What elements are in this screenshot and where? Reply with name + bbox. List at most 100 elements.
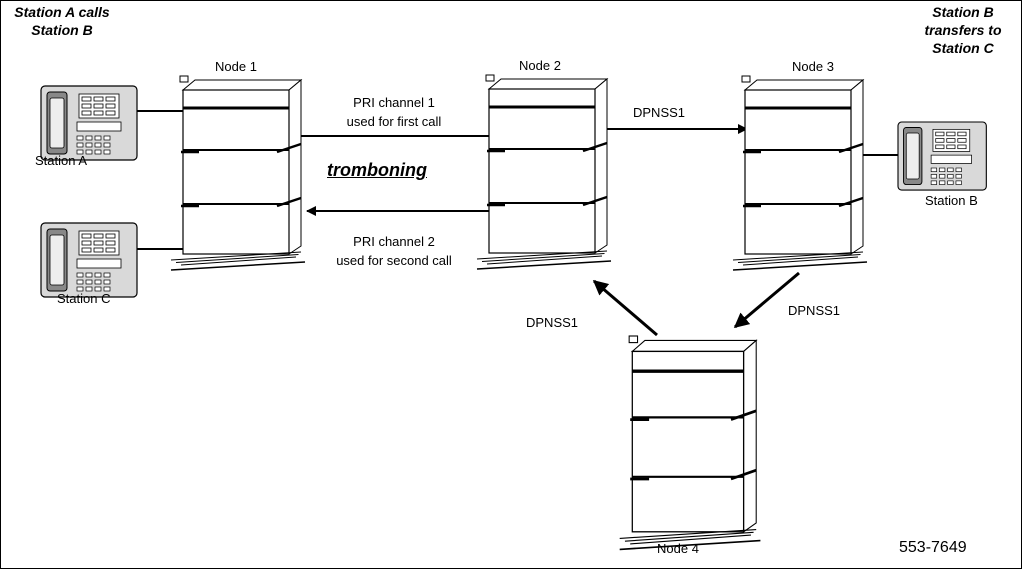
rack-handle: [730, 409, 757, 421]
phone-key: [81, 103, 92, 109]
phone-key: [935, 144, 945, 150]
rack-base: [180, 256, 297, 266]
rack-base: [732, 261, 868, 271]
phone-key: [947, 167, 954, 173]
heading-right: Station B transfers to Station C: [913, 3, 1013, 57]
station-c-label: Station C: [57, 291, 111, 306]
node-4-rack: [619, 335, 761, 551]
rack-front: [744, 89, 852, 255]
dpnss-label-4-2: DPNSS1: [526, 315, 579, 330]
rack-front: [182, 89, 290, 255]
rack-handle: [838, 196, 864, 208]
phone-key: [85, 279, 93, 285]
phone-display: [930, 154, 972, 164]
station-c-phone-icon: [40, 222, 138, 298]
rack-front: [631, 350, 745, 533]
phone-key: [94, 135, 102, 141]
phone-key: [76, 142, 84, 148]
phone-key: [955, 174, 962, 179]
phone-key: [76, 149, 84, 155]
rack-top-cap: [741, 75, 751, 83]
phone-key: [76, 286, 84, 292]
heading-right-line1: Station B: [932, 4, 994, 20]
station-a-label: Station A: [35, 153, 88, 168]
phone-handset-inner: [49, 97, 65, 149]
phone-key: [81, 96, 92, 102]
phone-key: [105, 103, 116, 109]
heading-right-line2: transfers to: [924, 22, 1002, 38]
phone-key: [957, 144, 967, 150]
phone-key: [939, 167, 946, 173]
phone-key: [76, 272, 84, 278]
rack-handle: [582, 195, 608, 207]
rack-side: [850, 78, 864, 255]
node-3-label: Node 3: [792, 59, 834, 74]
phone-key: [85, 142, 93, 148]
phone-key: [947, 174, 954, 179]
phone-key: [105, 233, 116, 239]
rack-base: [481, 253, 605, 262]
rack-top: [743, 79, 865, 91]
phone-display: [76, 121, 122, 132]
rack-handle: [582, 141, 608, 153]
phone-key: [955, 180, 962, 185]
rack-base: [732, 251, 864, 261]
pri-channel-1-line1: PRI channel 1: [353, 95, 435, 110]
rack-base: [624, 531, 754, 542]
phone-key: [94, 142, 102, 148]
node-1-label: Node 1: [215, 59, 257, 74]
rack-base: [476, 250, 608, 260]
phone-key: [94, 149, 102, 155]
heading-left: Station A calls Station B: [7, 3, 117, 39]
phone-handset-inner: [49, 234, 65, 286]
phone-key: [81, 110, 92, 116]
rack-top: [487, 78, 609, 90]
phone-key: [939, 174, 946, 179]
dpnss-label-2-3: DPNSS1: [633, 105, 686, 120]
phone-handset-inner: [905, 132, 920, 180]
phone-key: [930, 167, 937, 173]
phone-key: [946, 144, 956, 150]
phone-key: [105, 240, 116, 246]
rack-base: [170, 261, 306, 271]
node-2-rack: [476, 74, 612, 270]
phone-key: [946, 138, 956, 143]
rack-top-cap: [179, 75, 189, 83]
phone-key: [957, 138, 967, 143]
phone-key: [930, 174, 937, 179]
phone-display: [76, 258, 122, 269]
pri-channel-2-line2: used for second call: [336, 253, 452, 268]
rack-base: [742, 256, 859, 266]
rack-handle: [276, 142, 302, 154]
phone-key: [93, 110, 104, 116]
rack-side: [743, 339, 757, 533]
pri-channel-1-label: PRI channel 1 used for first call: [319, 93, 469, 131]
phone-key: [103, 272, 111, 278]
rack-top-cap: [628, 335, 639, 344]
phone-key: [81, 240, 92, 246]
phone-key: [105, 96, 116, 102]
phone-key: [93, 96, 104, 102]
phone-key: [93, 240, 104, 246]
heading-left-line2: Station B: [31, 22, 93, 38]
rack-handle: [276, 196, 302, 208]
phone-key: [946, 131, 956, 137]
dpnss-arrow-3-4: [733, 271, 800, 329]
phone-key: [103, 286, 111, 292]
phone-key: [93, 233, 104, 239]
rack-handle: [730, 468, 757, 481]
phone-key: [103, 149, 111, 155]
phone-key: [85, 149, 93, 155]
figure-number: 553-7649: [899, 539, 967, 556]
station-b-label: Station B: [925, 193, 978, 208]
rack-base: [737, 254, 861, 263]
rack-base: [619, 539, 761, 551]
rack-handle: [838, 142, 864, 154]
pri-channel-2-line1: PRI channel 2: [353, 234, 435, 249]
station-a-phone-icon: [40, 85, 138, 161]
rack-base: [486, 255, 603, 265]
rack-base: [476, 260, 612, 270]
rack-base: [170, 251, 302, 261]
dpnss-arrow-4-2: [592, 279, 658, 337]
rack-top: [630, 339, 758, 352]
